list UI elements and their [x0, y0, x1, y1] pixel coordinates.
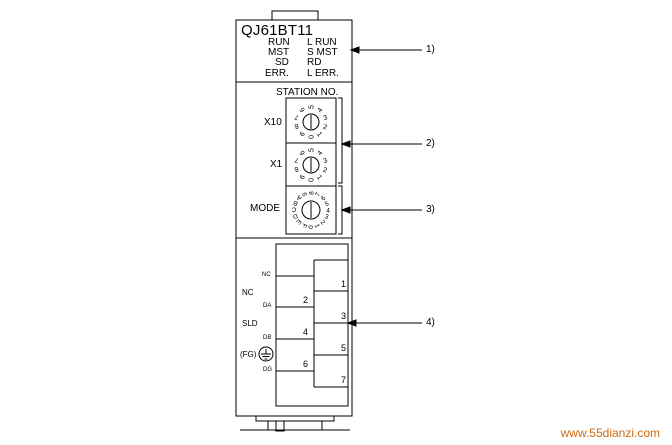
terminal-label-nc: NC	[262, 272, 271, 278]
dial-digit: 1	[313, 223, 321, 229]
led-rd-label: RD	[307, 57, 322, 68]
x10-label: X10	[264, 117, 282, 128]
terminal-stairs	[276, 259, 348, 388]
terminal-block	[275, 243, 349, 407]
module-model: QJ61BT11	[241, 22, 314, 39]
dial-digit: 9	[297, 130, 305, 137]
dial-digit: 7	[294, 156, 300, 164]
terminal-label-da: DA	[263, 303, 272, 309]
callout-1: 1)	[426, 44, 435, 55]
dial-digit: 0	[307, 135, 314, 139]
dial-digit: 6	[299, 106, 307, 113]
callout-arrow-4	[346, 319, 357, 327]
ground-symbol-icon	[258, 346, 274, 362]
dial-digit: 5	[324, 200, 330, 208]
led-lerr-label: L ERR.	[307, 68, 339, 79]
callout-3: 3)	[426, 204, 435, 215]
callout-arrow-2	[340, 140, 351, 148]
terminal-number-5: 5	[341, 343, 347, 353]
dial-digit: 4	[326, 207, 330, 214]
dial-digit: 9	[301, 191, 309, 197]
dial-digit: 8	[293, 122, 299, 130]
led-smst-label: S MST	[307, 47, 338, 58]
terminal-number-2: 2	[303, 295, 309, 305]
dial-digit: F	[300, 222, 308, 228]
dial-digit: 3	[323, 213, 329, 221]
dial-digit: 5	[308, 148, 315, 152]
switch-frame	[285, 97, 337, 235]
dial-digit: 3	[323, 157, 329, 165]
led-mst-label: MST	[268, 47, 290, 58]
dial-knob	[302, 113, 320, 131]
terminal-number-1: 1	[341, 279, 347, 289]
dial-digit: 0	[307, 178, 314, 182]
mode-label: MODE	[250, 203, 280, 214]
dial-digit: 3	[323, 114, 329, 122]
x1-label: X1	[270, 159, 283, 170]
dial-digit: 2	[319, 219, 327, 227]
dial-digit: 2	[322, 124, 328, 132]
dial-digit: 6	[320, 195, 328, 203]
dial-digit: 7	[294, 113, 300, 121]
dial-digit: 8	[293, 165, 299, 173]
dial-knob	[302, 156, 320, 174]
top-connector	[271, 10, 319, 20]
terminal-number-6: 6	[303, 359, 309, 369]
dial-digit: 4	[317, 107, 325, 114]
led-run-label: RUN	[268, 37, 290, 48]
callout-4: 4)	[426, 317, 435, 328]
dial-digit: 0	[307, 225, 314, 229]
dial-digit: 9	[297, 173, 305, 180]
terminal-label-db: DB	[263, 335, 272, 341]
station-switch-bracket	[338, 97, 343, 184]
led-sd-label: SD	[275, 57, 289, 68]
callout-2: 2)	[426, 138, 435, 149]
bottom-connector	[255, 415, 335, 422]
dial-digit: A	[295, 193, 303, 201]
terminal-number-7: 7	[341, 375, 347, 385]
dial-digit: 1	[315, 131, 323, 138]
dial-digit: 8	[308, 191, 315, 195]
station-no-label: STATION NO.	[276, 87, 339, 98]
terminal-number-4: 4	[303, 327, 309, 337]
dial-digit: 5	[309, 105, 316, 109]
side-label-fg: (FG)	[240, 350, 257, 359]
callout-arrow-3	[340, 206, 351, 214]
dial-digit: B	[292, 199, 299, 207]
side-label-nc: NC	[242, 288, 254, 297]
dial-digit: 7	[314, 191, 322, 197]
dial-digit: C	[291, 206, 296, 213]
dial-digit: 2	[322, 167, 328, 175]
side-label-sld: SLD	[242, 319, 258, 328]
terminal-label-dg: DG	[263, 367, 272, 373]
dial-digit: 1	[315, 174, 323, 181]
callout-arrow-1	[349, 46, 360, 54]
dial-digit: E	[294, 217, 302, 225]
terminal-number-3: 3	[341, 311, 347, 321]
watermark: www.55dianzi.com	[560, 426, 660, 440]
led-lrun-label: L RUN	[307, 37, 337, 48]
dial-knob	[301, 200, 321, 220]
dial-digit: 4	[317, 150, 325, 157]
led-err-label: ERR.	[265, 68, 289, 79]
dial-digit: D	[291, 212, 298, 220]
dial-digit: 6	[299, 149, 307, 156]
